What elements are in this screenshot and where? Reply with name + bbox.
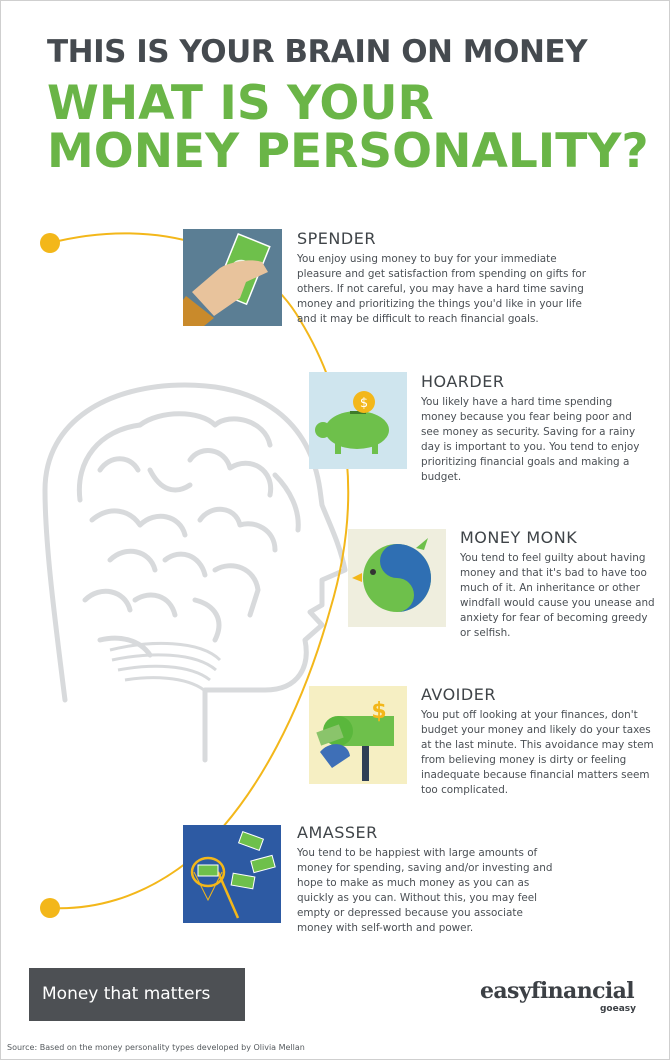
personality-description: You tend to be happiest with large amoun… (297, 847, 553, 934)
svg-text:$: $ (360, 396, 368, 411)
personality-description: You put off looking at your finances, do… (421, 709, 654, 796)
bird-icon (348, 529, 446, 627)
personality-avoider: AVOIDER You put off looking at your fina… (421, 685, 657, 798)
timeline-start-dot (40, 233, 60, 253)
page-subtitle-line-1: WHAT IS YOUR (47, 76, 434, 131)
source-note: Source: Based on the money personality t… (7, 1043, 305, 1052)
svg-text:$: $ (371, 699, 386, 724)
personality-description: You tend to feel guilty about having mon… (460, 552, 655, 639)
cerebellum-icon (109, 642, 222, 692)
personality-description: You likely have a hard time spending mon… (421, 396, 640, 483)
timeline-curve (49, 232, 350, 910)
page-subtitle-line-2: MONEY PERSONALITY? (47, 124, 649, 179)
mailbox-icon: $ (309, 686, 407, 784)
piggy-bank-icon: $ (309, 372, 407, 469)
butterfly-net-icon (183, 825, 281, 923)
personality-spender: SPENDER You enjoy using money to buy for… (297, 229, 587, 327)
hand-with-money-icon (183, 229, 282, 326)
tagline-bar: Money that matters (29, 968, 245, 1021)
brand-name: easyfinancial (480, 978, 635, 1004)
personality-title: AVOIDER (421, 685, 496, 704)
personality-hoarder: HOARDER You likely have a hard time spen… (421, 372, 649, 485)
head-brain-icon (42, 382, 348, 763)
brand-logo: easyfinancial goeasy (480, 978, 640, 1014)
personality-description: You enjoy using money to buy for your im… (297, 253, 587, 325)
tagline-text: Money that matters (42, 984, 211, 1004)
timeline-end-dot (40, 898, 60, 918)
personality-title: SPENDER (297, 229, 376, 248)
personality-amasser: AMASSER You tend to be happiest with lar… (297, 823, 559, 936)
brand-sub: goeasy (599, 1004, 636, 1014)
personality-title: MONEY MONK (460, 528, 578, 547)
personality-money-monk: MONEY MONK You tend to feel guilty about… (460, 528, 660, 641)
personality-title: HOARDER (421, 372, 505, 391)
page-title: THIS IS YOUR BRAIN ON MONEY (47, 34, 588, 70)
personality-title: AMASSER (297, 823, 378, 842)
